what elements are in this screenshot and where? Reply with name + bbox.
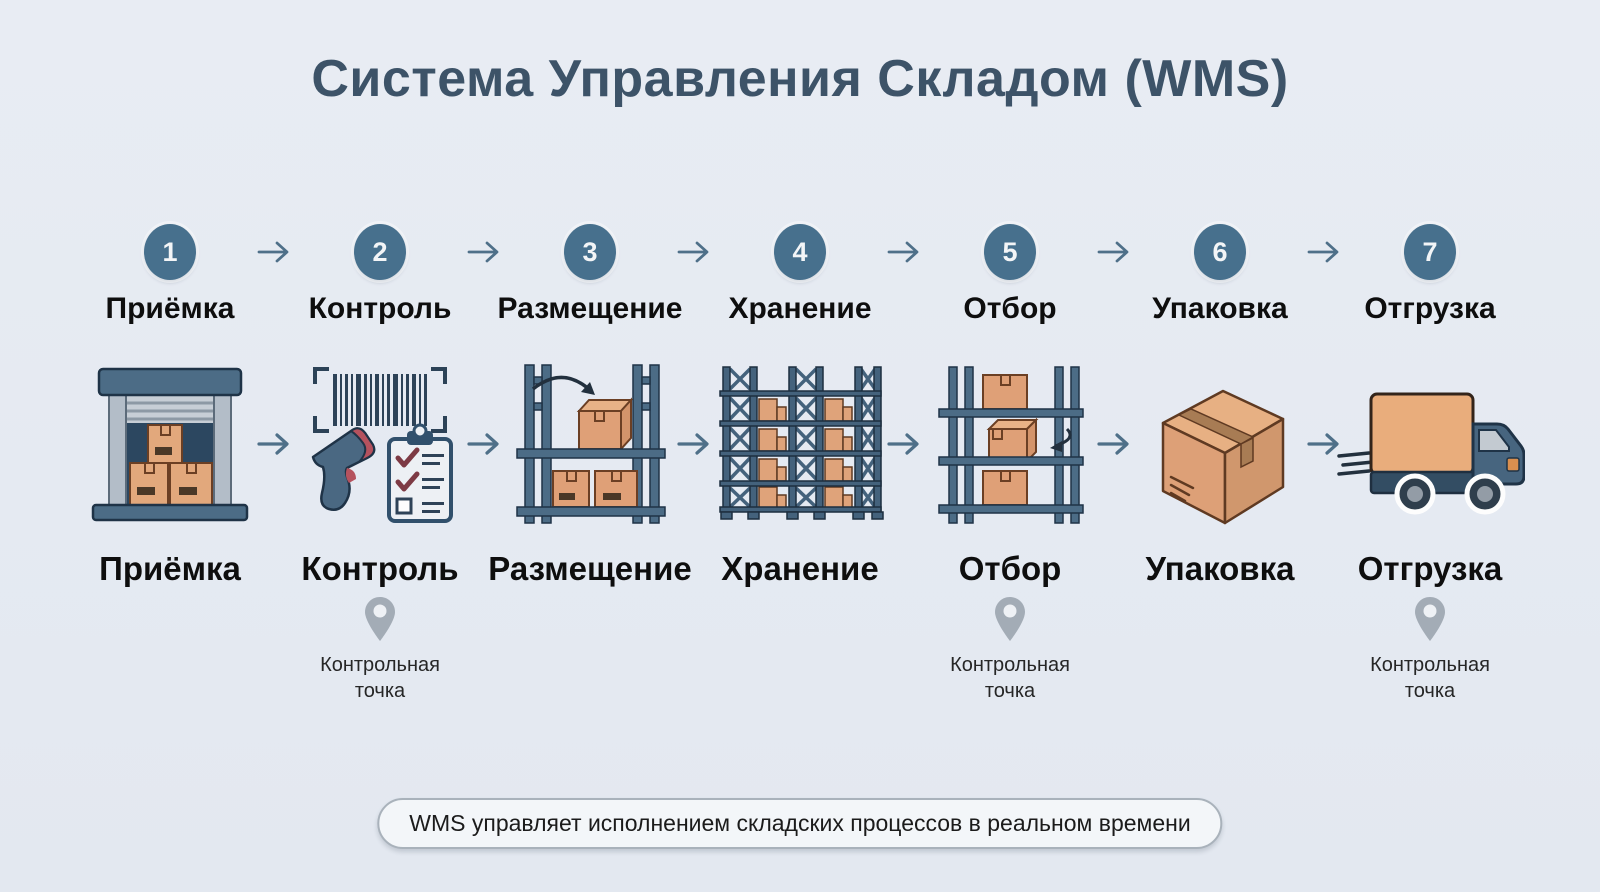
arrow-right-icon <box>1097 241 1129 263</box>
map-pin-icon <box>995 597 1025 642</box>
step-column-6: 6 <box>1133 224 1307 281</box>
storage-rack-icon <box>719 366 884 521</box>
step-column-2: 2 <box>293 224 467 281</box>
arrow-right-icon <box>257 433 289 455</box>
arrow-right-icon <box>677 241 709 263</box>
step-2-number-badge: 2 <box>354 224 406 281</box>
process-4-label: Хранение <box>721 550 879 588</box>
process-7-label: Отгрузка <box>1357 550 1503 588</box>
map-pin-icon <box>1415 597 1445 642</box>
process-labels-row: Приёмка Контроль Размещение Хранение Отб… <box>0 546 1600 592</box>
step-6-number-badge: 6 <box>1194 224 1246 281</box>
packing-box-icon <box>1161 390 1285 525</box>
step-numbers-row: 1 2 3 4 5 6 7 <box>0 222 1600 282</box>
process-3-label: Размещение <box>488 550 692 588</box>
process-icons-row <box>0 356 1600 532</box>
step-3-label: Размещение <box>497 292 683 326</box>
step-column-3: 3 <box>503 224 677 281</box>
arrow-right-icon <box>467 433 499 455</box>
checkpoint-pins-row <box>0 596 1600 644</box>
step-5-number-badge: 5 <box>984 224 1036 281</box>
process-1-label: Приёмка <box>99 550 241 588</box>
footer-note: WMS управляет исполнением складских проц… <box>377 798 1223 849</box>
process-6-label: Упаковка <box>1145 550 1295 588</box>
checkpoint-label-picking: Контрольная точка <box>950 654 1070 703</box>
map-pin-icon <box>365 597 395 642</box>
arrow-right-icon <box>257 241 289 263</box>
arrow-right-icon <box>1307 241 1339 263</box>
step-6-label: Упаковка <box>1152 292 1288 326</box>
step-column-1: 1 <box>83 224 257 281</box>
step-labels-row: Приёмка Контроль Размещение Хранение Отб… <box>0 286 1600 332</box>
checkpoint-labels-row: Контрольная точка Контрольная точка Конт… <box>0 652 1600 704</box>
arrow-right-icon <box>887 241 919 263</box>
step-5-label: Отбор <box>963 292 1057 326</box>
step-4-label: Хранение <box>728 292 872 326</box>
page-title: Система Управления Складом (WMS) <box>311 50 1289 108</box>
checkpoint-label-control: Контрольная точка <box>320 654 440 703</box>
step-column-4: 4 <box>713 224 887 281</box>
step-4-number-badge: 4 <box>774 224 826 281</box>
step-7-label: Отгрузка <box>1364 292 1496 326</box>
step-column-7: 7 <box>1343 224 1517 281</box>
process-2-label: Контроль <box>301 550 459 588</box>
arrow-right-icon <box>1307 433 1339 455</box>
arrow-right-icon <box>677 433 709 455</box>
arrow-right-icon <box>1097 433 1129 455</box>
step-3-number-badge: 3 <box>564 224 616 281</box>
step-column-5: 5 <box>923 224 1097 281</box>
arrow-right-icon <box>887 433 919 455</box>
delivery-truck-icon <box>1337 392 1525 515</box>
arrow-right-icon <box>467 241 499 263</box>
process-5-label: Отбор <box>958 550 1062 588</box>
checkpoint-label-shipping: Контрольная точка <box>1370 654 1490 703</box>
picking-shelf-icon <box>938 366 1084 525</box>
putaway-shelf-icon <box>516 364 666 525</box>
warehouse-dock-icon <box>91 368 249 522</box>
step-1-number-badge: 1 <box>144 224 196 281</box>
barcode-scanner-checklist-icon <box>311 367 453 524</box>
step-2-label: Контроль <box>308 292 452 326</box>
step-7-number-badge: 7 <box>1404 224 1456 281</box>
step-1-label: Приёмка <box>105 292 235 326</box>
